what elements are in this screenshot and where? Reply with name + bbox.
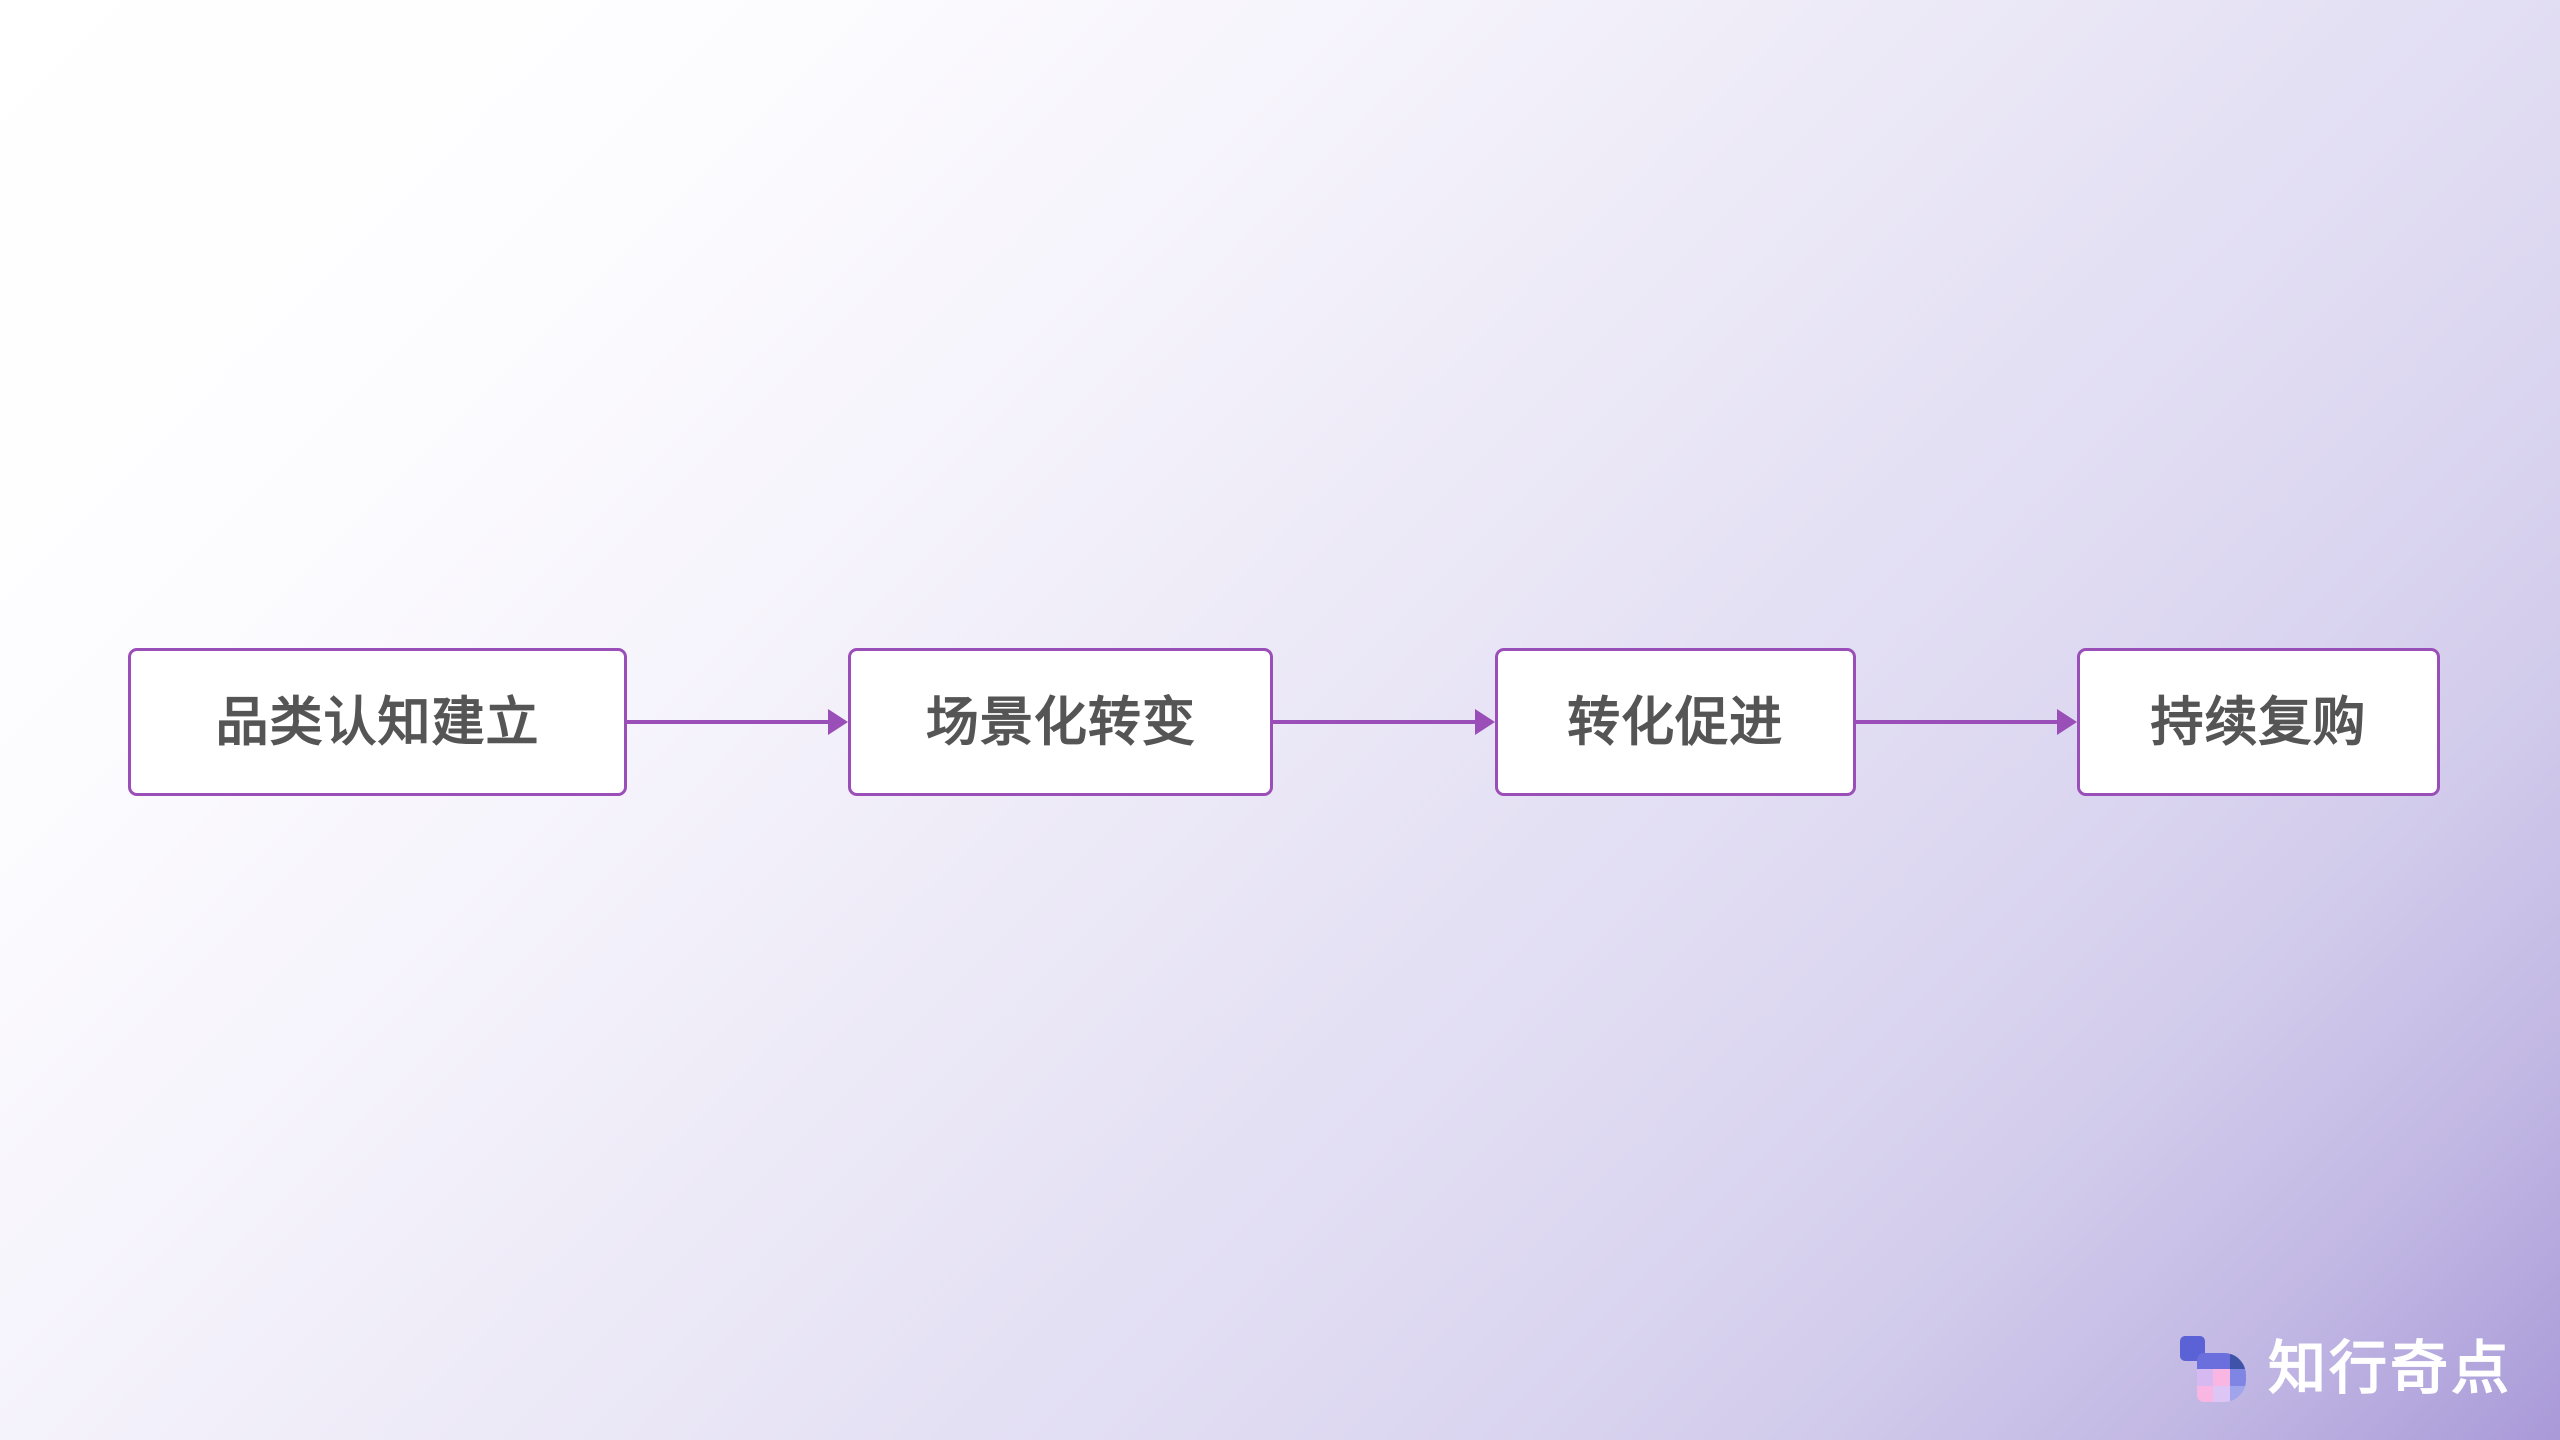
flow-arrow-2 bbox=[1273, 648, 1495, 796]
flow-node-label: 持续复购 bbox=[2150, 692, 2367, 752]
logo-cell bbox=[2229, 1385, 2246, 1402]
brand-name-text: 知行奇点 bbox=[2267, 1336, 2512, 1401]
flow-node-3[interactable]: 转化促进 bbox=[1494, 648, 1856, 796]
flow-node-label: 场景化转变 bbox=[925, 692, 1196, 752]
logo-grid bbox=[2196, 1353, 2246, 1402]
arrow-shaft bbox=[1273, 720, 1481, 724]
flow-node-label: 转化促进 bbox=[1567, 692, 1784, 752]
arrow-shaft bbox=[1855, 720, 2063, 724]
logo-cell bbox=[2229, 1369, 2246, 1386]
logo-cell bbox=[2213, 1353, 2230, 1370]
logo-cell bbox=[2196, 1353, 2214, 1370]
flow-node-2[interactable]: 场景化转变 bbox=[848, 648, 1274, 796]
brand-watermark: 知行奇点 bbox=[2179, 1336, 2512, 1402]
flow-node-1[interactable]: 品类认知建立 bbox=[128, 648, 627, 796]
arrow-head-icon bbox=[1474, 709, 1495, 735]
brand-logo-icon bbox=[2179, 1336, 2246, 1402]
flow-arrow-1 bbox=[627, 648, 849, 796]
flow-arrow-3 bbox=[1855, 648, 2077, 796]
flow-node-label: 品类认知建立 bbox=[215, 692, 540, 752]
logo-cell bbox=[2213, 1385, 2230, 1402]
logo-cell bbox=[2196, 1369, 2214, 1386]
logo-cell bbox=[2213, 1369, 2230, 1386]
arrow-head-icon bbox=[828, 709, 849, 735]
arrow-head-icon bbox=[2056, 709, 2077, 735]
logo-cell bbox=[2196, 1385, 2214, 1402]
arrow-shaft bbox=[627, 720, 835, 724]
flow-diagram: 品类认知建立 场景化转变 转化促进 持续复购 bbox=[128, 648, 2440, 796]
logo-cell bbox=[2229, 1353, 2246, 1370]
flow-node-4[interactable]: 持续复购 bbox=[2076, 648, 2440, 796]
